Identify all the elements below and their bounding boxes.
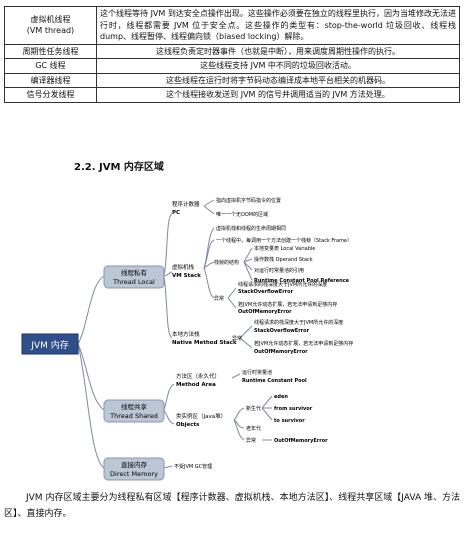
memory-mindmap: JVM 内存 线程私有 Thread Local 线程共享 Thread Sha… — [21, 197, 353, 481]
connector-line — [203, 199, 215, 215]
young-gen-area: from survivor — [274, 406, 313, 412]
thread-desc: 这个线程等待 JVM 到达安全点操作出现。这些操作必须要在独立的线程里执行，因为… — [96, 6, 460, 45]
connector-line — [203, 239, 215, 269]
connector-line — [163, 275, 173, 339]
thread-table: 虚拟机线程 (VM thread) 这个线程等待 JVM 到达安全点操作出现。这… — [4, 6, 460, 103]
thread-local-node — [103, 265, 165, 289]
connector-line — [231, 373, 241, 379]
old-gen-label: 老年代 — [246, 425, 261, 432]
connector-line — [261, 395, 273, 421]
native-exception: 线程请求的栈深度大于JVM所允许的深度 — [254, 319, 343, 326]
connector-line — [163, 465, 173, 469]
connector-line — [77, 275, 105, 345]
thread-name-line: (VM thread) — [26, 26, 75, 36]
thread-shared-label: 线程共享 — [121, 402, 148, 411]
thread-name: 虚拟机线程 (VM thread) — [4, 6, 97, 45]
pc-note: 指向虚拟机字节码指令的位置 — [216, 197, 281, 204]
thread-shared-node — [103, 399, 165, 423]
connector-line — [233, 419, 245, 441]
connector-line — [77, 343, 105, 411]
method-area-note: Runtime Constant Pool — [242, 378, 307, 384]
thread-name: 信号分发线程 — [4, 87, 97, 103]
connector-line — [203, 267, 215, 299]
thread-name-line: 虚拟机线程 — [30, 14, 71, 24]
frame-part: 操作数栈 Operand Stack — [254, 256, 313, 263]
connector-line — [163, 271, 173, 277]
frame-part: Runtime Constant Pool Reference — [254, 278, 350, 284]
connector-line — [233, 419, 245, 429]
vm-stack-item: 一个线程中，每调用一个方法创建一个栈帧（Stack Frame） — [216, 237, 352, 244]
thread-shared-label: Thread Shared — [109, 412, 158, 420]
young-gen-label: 新生代 — [246, 405, 261, 412]
vm-exception: 若JVM允许动态扩展，若无法申请到足够内存 — [238, 301, 337, 308]
vm-stack-label: 虚拟机栈 — [172, 263, 195, 271]
direct-memory-note: 不受JVM GC管理 — [174, 463, 212, 470]
heap-label: Objects — [176, 422, 200, 428]
method-area-note: 运行时常量池 — [242, 369, 272, 376]
vm-stack-item: 虚拟机栈和线程的生命周期相同 — [216, 225, 286, 232]
summary-paragraph: JVM 内存区域主要分为线程私有区域【程序计数器、虚拟机栈、本地方法区】、线程共… — [4, 493, 460, 519]
heap-label: 类实例区（Java堆） — [176, 412, 226, 420]
heap-exception-label: 异常 — [246, 437, 256, 444]
connector-line — [163, 383, 175, 411]
table-row: 信号分发线程 这个线程接收发送到 JVM 的信号并调用适当的 JVM 方法处理。 — [4, 87, 460, 103]
native-exception: StackOverflowError — [254, 328, 310, 334]
native-exception-label: 异常 — [232, 335, 242, 342]
frame-part: 本地变量表 Local Variable — [254, 245, 315, 252]
pc-label: PC — [172, 210, 180, 216]
vm-stack-label: VM Stack — [172, 273, 201, 279]
vm-exception: 线程请求的栈深度大于JVM所允许的深度 — [238, 281, 327, 288]
frame-part: 对运行时常量池的引用 — [254, 267, 304, 274]
thread-local-label: Thread Local — [112, 278, 155, 286]
connector-line — [77, 343, 105, 469]
method-area-label: Method Area — [176, 382, 216, 388]
connector-line — [239, 325, 253, 349]
connector-line — [227, 287, 237, 309]
young-gen-area: eden — [274, 394, 288, 400]
connector-line — [163, 409, 175, 425]
direct-memory-label: Direct Memory — [110, 470, 158, 478]
root-label: JVM 内存 — [30, 339, 68, 351]
thread-name: 编译器线程 — [4, 72, 97, 88]
native-stack-label: Native Method Stack — [172, 340, 237, 346]
thread-local-label: 线程私有 — [121, 268, 148, 277]
thread-desc: 这线程负责定时器事件（也就是中断），用来调度周期性操作的执行。 — [96, 43, 460, 59]
thread-desc: 这个线程接收发送到 JVM 的信号并调用适当的 JVM 方法处理。 — [96, 87, 460, 103]
connector-line — [163, 213, 173, 277]
thread-desc: 这些线程在运行时将字节码动态编译成本地平台相关的机器码。 — [96, 72, 460, 88]
table-row: 编译器线程 这些线程在运行时将字节码动态编译成本地平台相关的机器码。 — [4, 72, 460, 88]
heap-exception: OutOfMemoryError — [274, 438, 328, 444]
method-area-label: 方法区（永久代） — [176, 372, 220, 380]
root-node — [21, 333, 79, 355]
direct-memory-label: 直接内存 — [121, 460, 148, 469]
native-exception: 若JVM允许动态扩展，若无法申请到足够内存 — [254, 340, 353, 347]
native-exception: OutOfMemoryError — [254, 349, 308, 355]
direct-memory-node — [103, 457, 165, 481]
connector-line — [243, 247, 253, 281]
pc-note: 唯一一个无OOM的区域 — [216, 211, 268, 218]
section-title: 2.2. JVM 内存区域 — [74, 162, 164, 173]
vm-exception: OutOfMemoryError — [238, 309, 292, 315]
frame-structure-label: 栈帧的结构 — [214, 259, 239, 266]
table-row: GC 线程 这些线程支持 JVM 中不同的垃圾回收活动。 — [4, 58, 460, 74]
thread-name: 周期性任务线程 — [4, 43, 97, 59]
vm-exception: StackOverflowError — [238, 289, 294, 295]
connector-line — [203, 261, 215, 269]
young-gen-area: to survivor — [274, 418, 305, 424]
connector-line — [233, 407, 245, 421]
pc-label: 程序计数器 — [172, 200, 200, 208]
vm-exception-label: 异常 — [214, 295, 224, 302]
table-row: 虚拟机线程 (VM thread) 这个线程等待 JVM 到达安全点操作出现。这… — [4, 6, 460, 45]
native-stack-label: 本地方法栈 — [172, 330, 200, 338]
thread-desc: 这些线程支持 JVM 中不同的垃圾回收活动。 — [96, 58, 460, 74]
thread-name: GC 线程 — [4, 58, 97, 74]
table-row: 周期性任务线程 这线程负责定时器事件（也就是中断），用来调度周期性操作的执行。 — [4, 43, 460, 59]
